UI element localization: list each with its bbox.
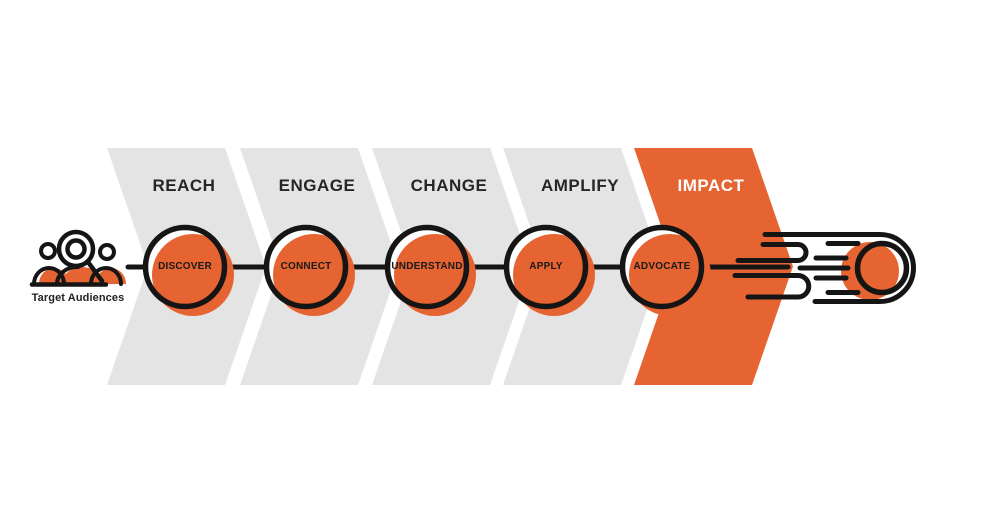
node-label-advocate: ADVOCATE bbox=[633, 261, 691, 272]
node-ring bbox=[384, 224, 470, 310]
target-audiences-label: Target Audiences bbox=[31, 292, 125, 304]
speeding-ball-icon bbox=[732, 232, 916, 304]
speed-hairpin-top bbox=[735, 242, 809, 263]
chevron-label-impact: IMPACT bbox=[677, 176, 745, 195]
node-ring bbox=[142, 224, 228, 310]
magnifier-handle bbox=[85, 259, 105, 284]
node-label-understand: UNDERSTAND bbox=[391, 261, 463, 272]
capsule-outline bbox=[762, 232, 916, 304]
node-label-apply: APPLY bbox=[529, 261, 563, 272]
person-outline-right bbox=[89, 266, 123, 286]
chevron-label-reach: REACH bbox=[152, 176, 216, 195]
person-outline-left bbox=[32, 266, 66, 286]
node-discover bbox=[142, 224, 234, 316]
node-ring bbox=[503, 224, 589, 310]
node-ring bbox=[619, 224, 705, 310]
node-ring bbox=[263, 224, 349, 310]
speed-lines bbox=[732, 241, 861, 300]
node-label-connect: CONNECT bbox=[280, 261, 332, 272]
chevron-label-change: CHANGE bbox=[410, 176, 488, 195]
node-apply bbox=[503, 224, 595, 316]
node-connect bbox=[263, 224, 355, 316]
speed-hairpin-bottom bbox=[732, 273, 812, 300]
magnifier-lens-inner bbox=[65, 238, 87, 260]
target-audiences-icon bbox=[29, 229, 126, 287]
person-head-right bbox=[98, 243, 116, 261]
node-understand bbox=[384, 224, 476, 316]
chevron-label-engage: ENGAGE bbox=[278, 176, 356, 195]
node-advocate bbox=[619, 224, 711, 316]
person-head-left bbox=[39, 242, 57, 260]
chevron-label-amplify: AMPLIFY bbox=[540, 176, 620, 195]
ball-ring bbox=[854, 240, 910, 296]
node-label-discover: DISCOVER bbox=[158, 261, 212, 272]
ball-orange-fill bbox=[841, 242, 899, 300]
journey-nodes bbox=[142, 224, 711, 316]
